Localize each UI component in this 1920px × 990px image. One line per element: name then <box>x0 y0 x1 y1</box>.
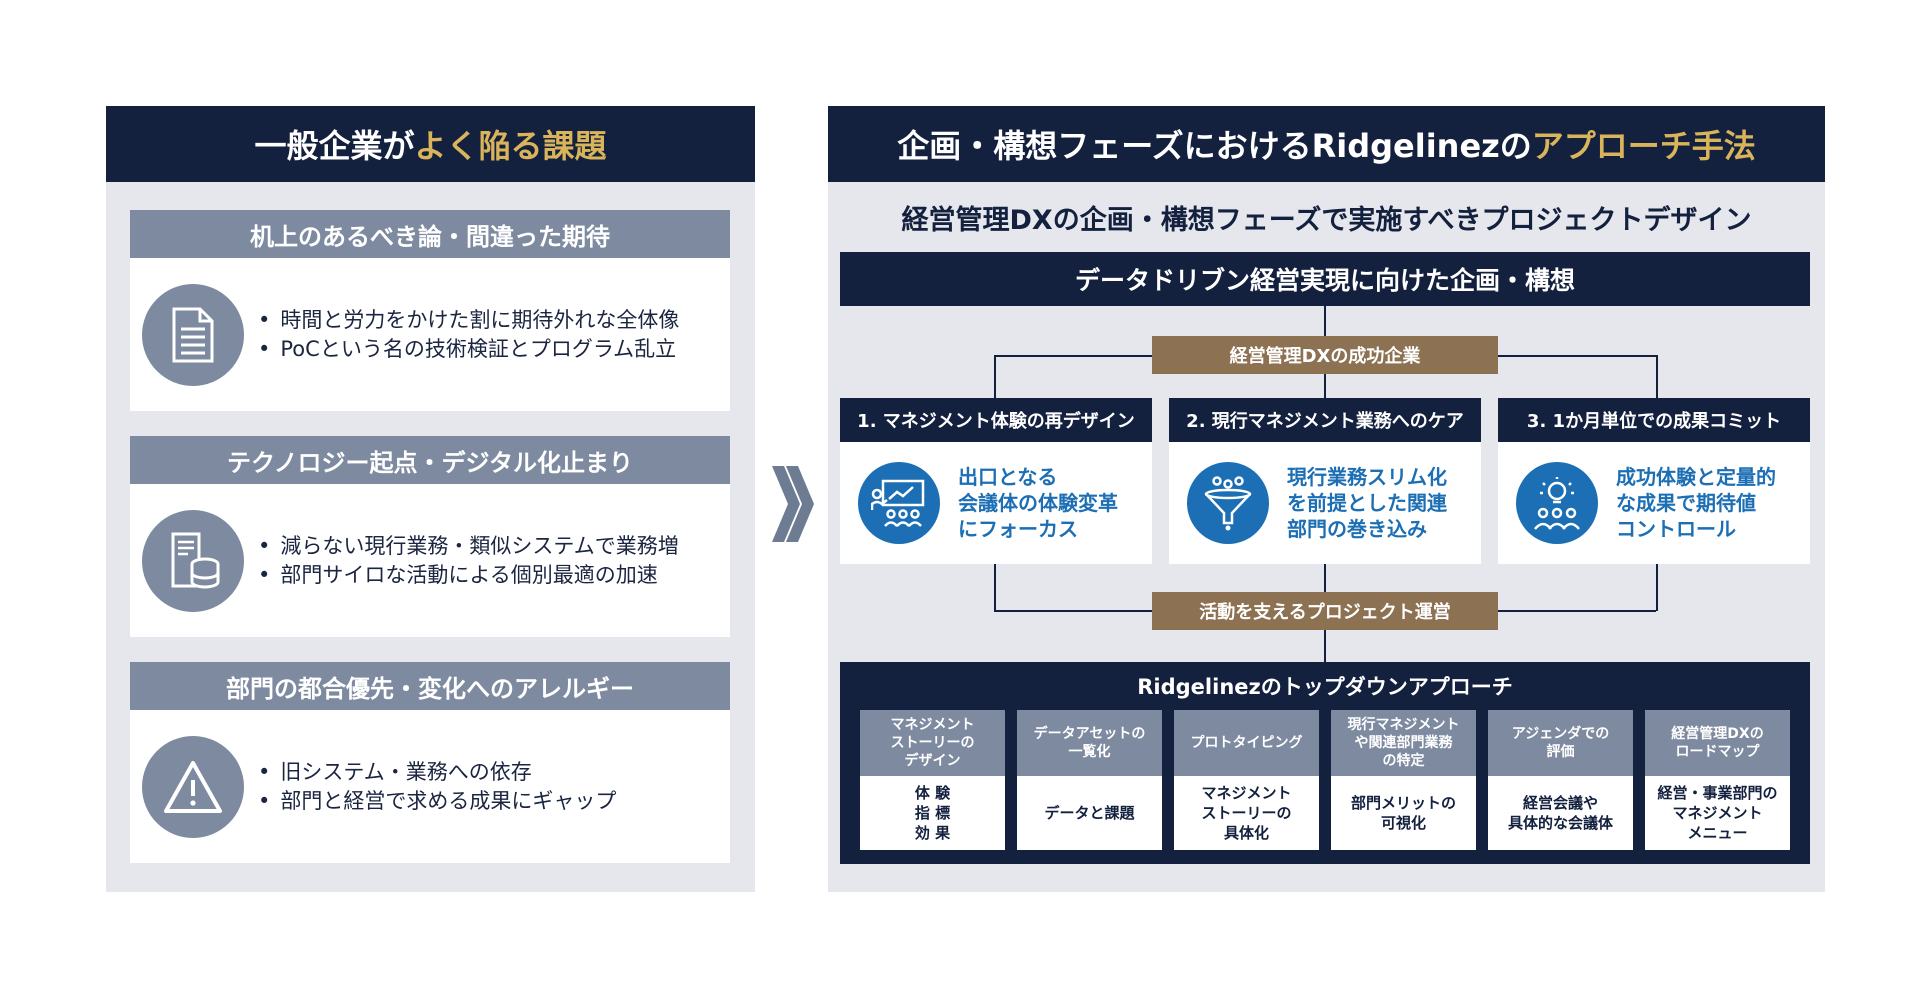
project-management-label: 活動を支えるプロジェクト運営 <box>1152 592 1498 630</box>
step-output-3: マネジメント ストーリーの 具体化 <box>1174 776 1319 850</box>
pillar-card-1: 出口となる 会議体の体験変革 にフォーカス <box>840 442 1152 564</box>
document-icon <box>142 284 244 386</box>
left-panel-title: 一般企業がよく陥る課題 <box>106 106 755 182</box>
issue-point: 時間と労力をかけた割に期待外れな全体像 <box>258 306 679 335</box>
connector-line <box>1324 564 1326 592</box>
issue-point: 部門サイロな活動による個別最適の加速 <box>258 561 679 590</box>
connector-line <box>1324 630 1326 662</box>
issue-point: 部門と経営で求める成果にギャップ <box>258 787 616 816</box>
success-companies-label: 経営管理DXの成功企業 <box>1152 336 1498 374</box>
right-panel-title: 企画・構想フェーズにおけるRidgelinezのアプローチ手法 <box>828 106 1825 182</box>
pillar-card-3: 成功体験と定量的 な成果で期待値 コントロール <box>1498 442 1810 564</box>
step-output-6: 経営・事業部門の マネジメント メニュー <box>1645 776 1790 850</box>
pillar-title-1: 1. マネジメント体験の再デザイン <box>840 398 1152 442</box>
issue-heading-3: 部門の都合優先・変化へのアレルギー <box>130 662 730 710</box>
step-heading-4: 現行マネジメント や関連部門業務 の特定 <box>1331 710 1476 776</box>
double-chevron-right-icon <box>772 466 814 542</box>
connector-line <box>994 355 1152 357</box>
funnel-icon <box>1187 462 1269 544</box>
issue-point: 減らない現行業務・類似システムで業務増 <box>258 532 678 561</box>
connector-line <box>994 564 996 611</box>
pillar-description-2: 現行業務スリム化 を前提とした関連 部門の巻き込み <box>1287 465 1447 541</box>
pillar-title-2: 2. 現行マネジメント業務へのケア <box>1169 398 1481 442</box>
step-heading-5: アジェンダでの 評価 <box>1488 710 1633 776</box>
connector-line <box>1656 564 1658 611</box>
step-output-4: 部門メリットの 可視化 <box>1331 776 1476 850</box>
pillar-description-3: 成功体験と定量的 な成果で期待値 コントロール <box>1616 465 1776 541</box>
issue-card-1: 時間と労力をかけた割に期待外れな全体像 PoCという名の技術検証とプログラム乱立 <box>130 258 730 411</box>
issue-points-1: 時間と労力をかけた割に期待外れな全体像 PoCという名の技術検証とプログラム乱立 <box>258 258 679 411</box>
pillar-description-1: 出口となる 会議体の体験変革 にフォーカス <box>958 465 1118 541</box>
presentation-meeting-icon <box>858 462 940 544</box>
issue-heading-1: 机上のあるべき論・間違った期待 <box>130 210 730 258</box>
connector-line <box>1498 355 1656 357</box>
issue-points-3: 旧システム・業務への依存 部門と経営で求める成果にギャップ <box>258 710 616 863</box>
issue-points-2: 減らない現行業務・類似システムで業務増 部門サイロな活動による個別最適の加速 <box>258 484 679 637</box>
lightbulb-team-icon <box>1516 462 1598 544</box>
step-output-2: データと課題 <box>1017 776 1162 850</box>
issue-card-3: 旧システム・業務への依存 部門と経営で求める成果にギャップ <box>130 710 730 863</box>
step-heading-2: データアセットの 一覧化 <box>1017 710 1162 776</box>
project-design-subtitle: 経営管理DXの企画・構想フェーズで実施すべきプロジェクトデザイン <box>901 204 1752 236</box>
connector-line <box>994 355 996 398</box>
pillar-card-2: 現行業務スリム化 を前提とした関連 部門の巻き込み <box>1169 442 1481 564</box>
connector-line <box>1324 306 1326 336</box>
connector-line <box>1656 355 1658 398</box>
top-down-approach-title: Ridgelinezのトップダウンアプローチ <box>1137 675 1513 699</box>
step-output-5: 経営会議や 具体的な会議体 <box>1488 776 1633 850</box>
step-output-1: 体 験 指 標 効 果 <box>860 776 1005 850</box>
pillar-title-3: 3. 1か月単位での成果コミット <box>1498 398 1810 442</box>
step-heading-3: プロトタイピング <box>1174 710 1319 776</box>
warning-icon <box>142 736 244 838</box>
data-driven-planning-bar: データドリブン経営実現に向けた企画・構想 <box>840 252 1810 306</box>
connector-line <box>1324 374 1326 398</box>
issue-heading-2: テクノロジー起点・デジタル化止まり <box>130 436 730 484</box>
issue-card-2: 減らない現行業務・類似システムで業務増 部門サイロな活動による個別最適の加速 <box>130 484 730 637</box>
connector-line <box>994 610 1152 612</box>
issue-point: PoCという名の技術検証とプログラム乱立 <box>258 335 679 364</box>
step-heading-6: 経営管理DXの ロードマップ <box>1645 710 1790 776</box>
server-database-icon <box>142 510 244 612</box>
connector-line <box>1498 610 1656 612</box>
step-heading-1: マネジメント ストーリーの デザイン <box>860 710 1005 776</box>
issue-point: 旧システム・業務への依存 <box>258 758 616 787</box>
